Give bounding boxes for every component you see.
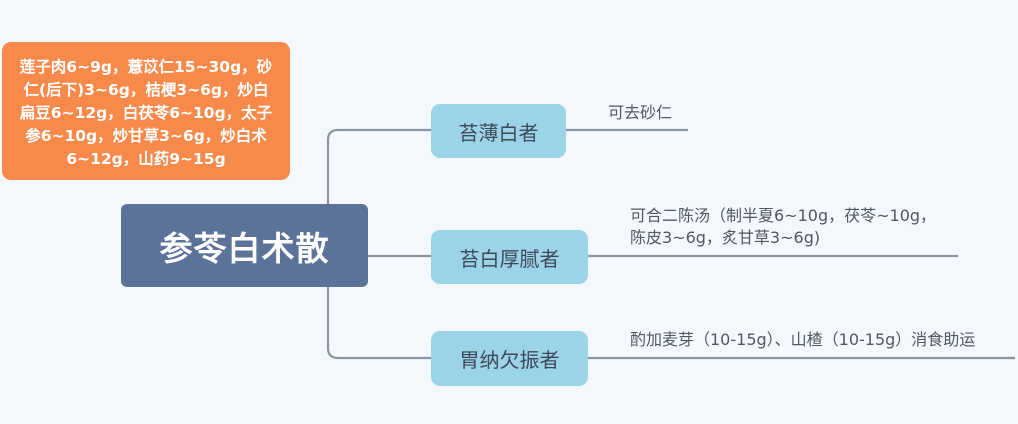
ingredients-note[interactable]: 莲子肉6~9g，薏苡仁15~30g，砂 仁(后下)3~6g，桔梗3~6g，炒白 …	[2, 42, 290, 180]
branch-topic-thick-greasy-coating[interactable]: 苔白厚腻者	[431, 230, 588, 284]
root-topic[interactable]: 参苓白术散	[121, 204, 368, 287]
root-topic-label: 参苓白术散	[159, 228, 330, 268]
branch-label: 胃纳欠振者	[459, 348, 560, 372]
note-line: 仁(后下)3~6g，桔梗3~6g，炒白	[23, 81, 269, 99]
leaf-topic-1[interactable]: 可去砂仁	[608, 102, 672, 124]
leaf-topic-3[interactable]: 酌加麦芽（10-15g）、山楂（10-15g）消食助运	[630, 329, 975, 351]
branch-label: 苔白厚腻者	[459, 246, 560, 271]
branch-label: 苔薄白者	[458, 120, 539, 145]
leaf-line: 可合二陈汤（制半夏6~10g，茯苓~10g，	[630, 206, 937, 225]
note-line: 扁豆6~12g，白茯苓6~10g，太子	[19, 104, 273, 122]
leaf-topic-2[interactable]: 可合二陈汤（制半夏6~10g，茯苓~10g， 陈皮3~6g，炙甘草3~6g)	[630, 205, 936, 249]
note-line: 莲子肉6~9g，薏苡仁15~30g，砂	[19, 58, 273, 76]
leaf-line: 可去砂仁	[608, 103, 673, 122]
branch-topic-poor-appetite[interactable]: 胃纳欠振者	[431, 331, 588, 386]
branch-topic-thin-white-coating[interactable]: 苔薄白者	[431, 104, 566, 158]
leaf-line: 陈皮3~6g，炙甘草3~6g)	[630, 228, 821, 247]
note-line: 6~12g，山药9~15g	[66, 150, 226, 168]
leaf-line: 酌加麦芽（10-15g）、山楂（10-15g）消食助运	[630, 330, 976, 349]
note-line: 参6~10g，炒甘草3~6g，炒白术	[25, 127, 267, 145]
